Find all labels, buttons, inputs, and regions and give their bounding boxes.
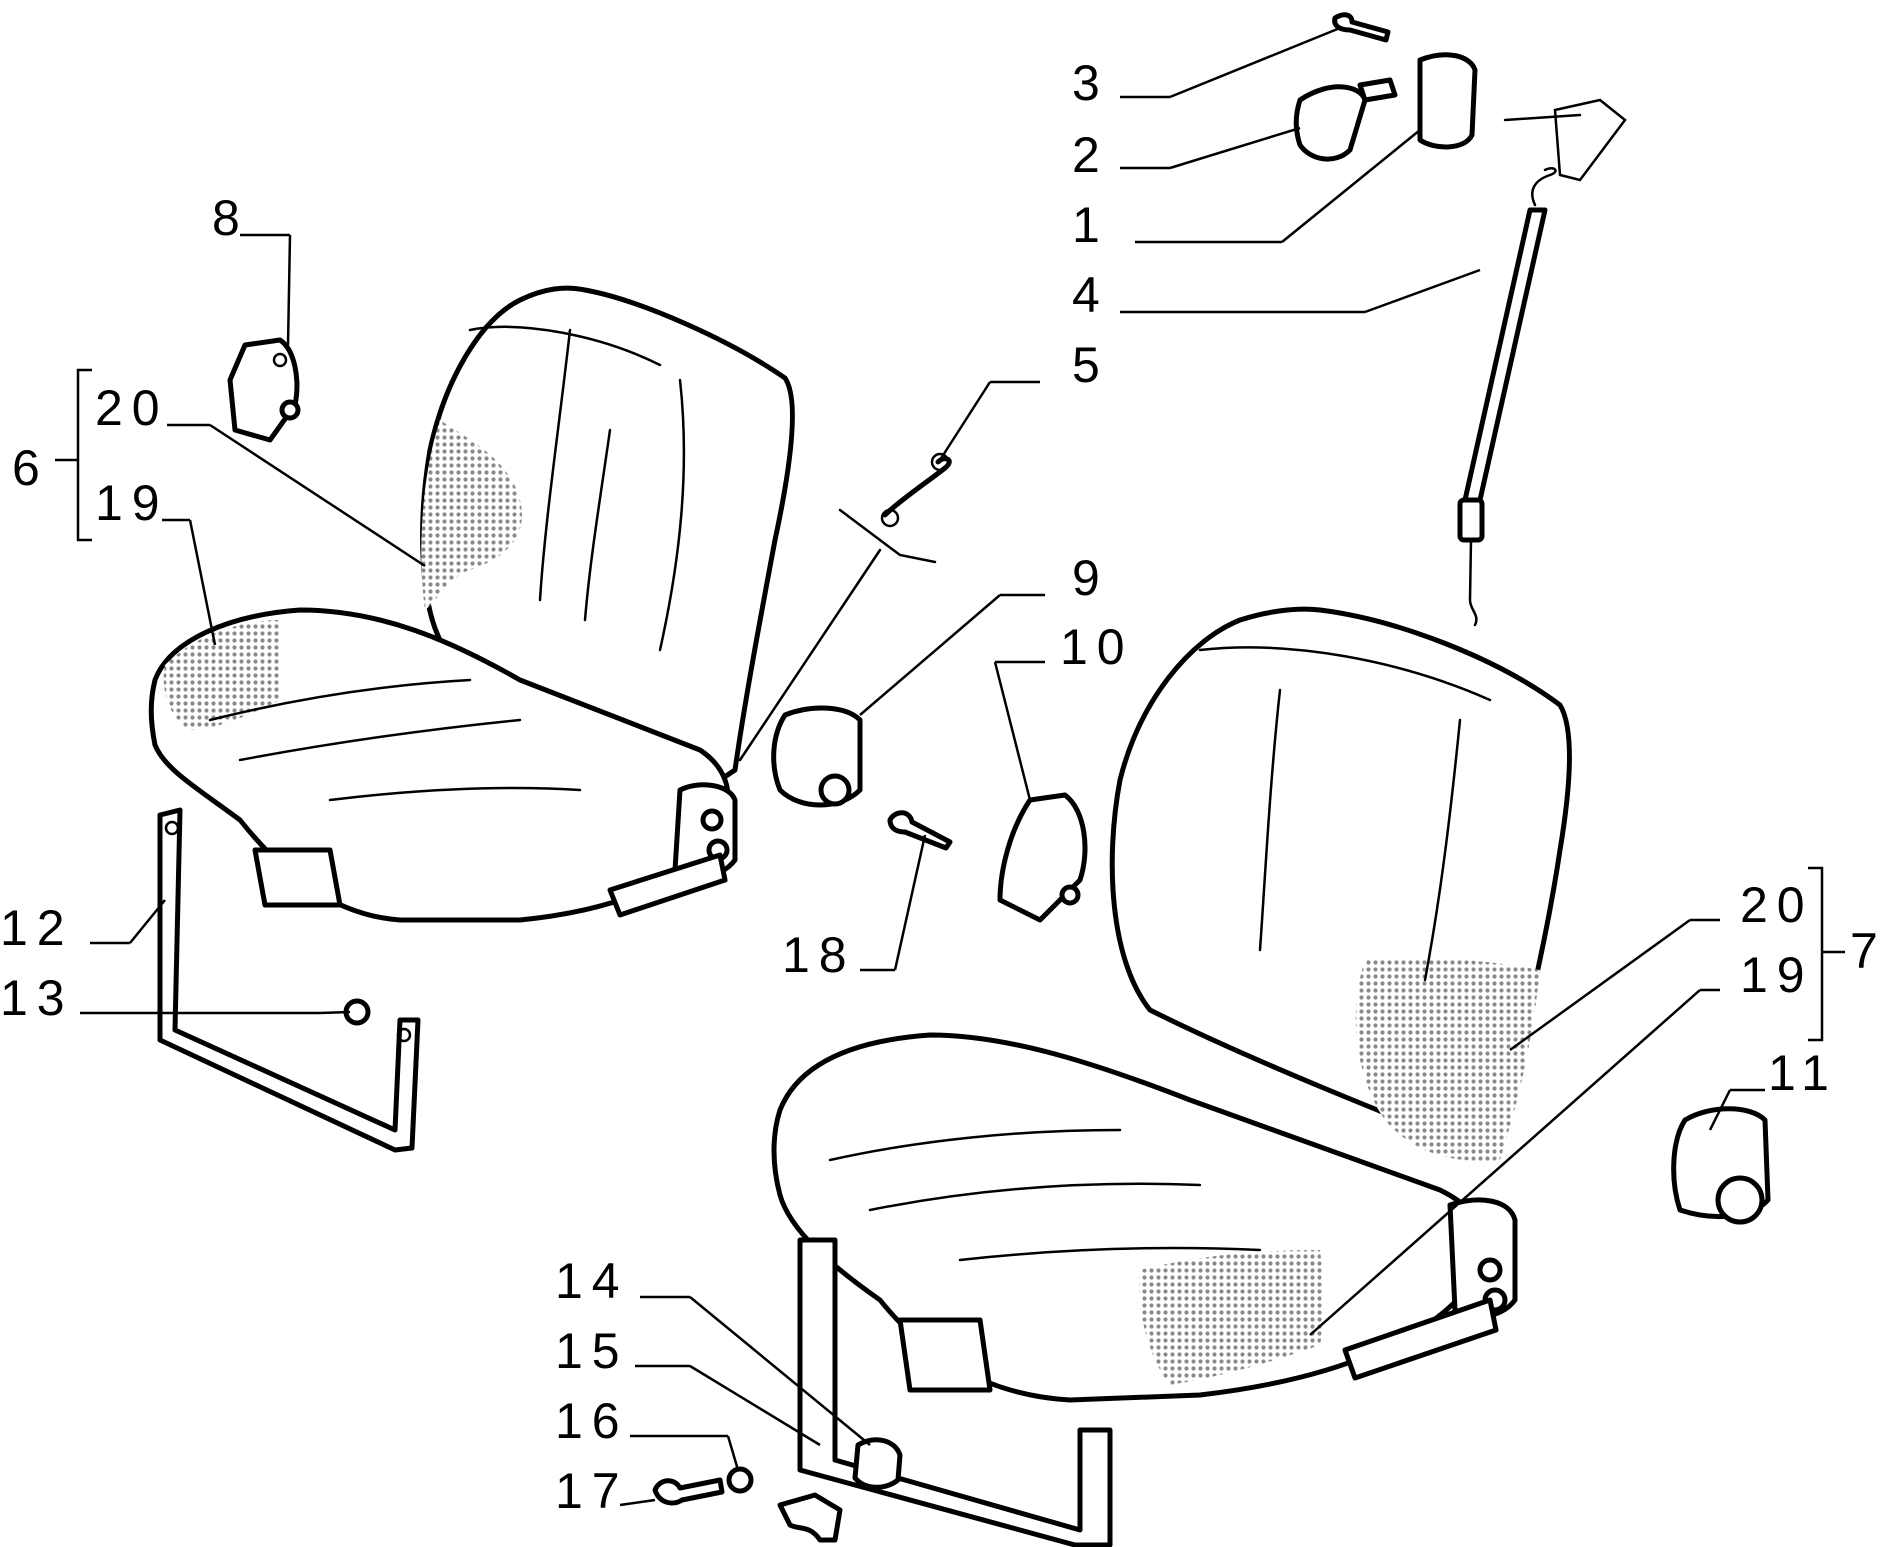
callout-5: 5 xyxy=(1072,337,1109,393)
callout-10: 10 xyxy=(1060,619,1134,675)
part-11-side-cover xyxy=(1671,1106,1771,1225)
part-5-spring xyxy=(738,452,952,762)
callout-19-left: 19 xyxy=(95,475,169,531)
callout-12: 12 xyxy=(0,900,74,956)
callout-11: 11 xyxy=(1768,1045,1838,1101)
callout-1: 1 xyxy=(1072,197,1109,253)
part-18-screw xyxy=(887,810,953,851)
callout-13: 13 xyxy=(0,970,74,1026)
callout-8: 8 xyxy=(212,190,249,246)
callout-7: 7 xyxy=(1850,923,1887,979)
callout-labels: 3 2 1 4 5 9 10 18 8 20 6 19 12 13 20 7 1… xyxy=(0,55,1887,1519)
part-8-hinge-cover xyxy=(227,337,301,443)
part-12-rod xyxy=(157,807,421,1153)
part-4-cable xyxy=(1457,98,1627,627)
right-seat xyxy=(771,606,1572,1547)
callout-9: 9 xyxy=(1072,550,1109,606)
callout-16: 16 xyxy=(555,1393,629,1449)
leader-lines xyxy=(55,26,1845,1507)
callout-4: 4 xyxy=(1072,267,1109,323)
callout-20-left: 20 xyxy=(95,380,169,436)
callout-14: 14 xyxy=(555,1253,629,1309)
callout-2: 2 xyxy=(1072,127,1109,183)
part-10-hinge-cover xyxy=(997,792,1088,923)
parts-1-2-3-handle xyxy=(1293,12,1478,162)
left-seat xyxy=(148,285,795,923)
callout-6: 6 xyxy=(12,440,49,496)
parts-14-17-bracket xyxy=(652,1437,903,1543)
callout-18: 18 xyxy=(782,927,856,983)
callout-20-right: 20 xyxy=(1740,877,1814,933)
callout-3: 3 xyxy=(1072,55,1109,111)
part-9-side-cover xyxy=(771,705,863,808)
callout-19-right: 19 xyxy=(1740,947,1814,1003)
callout-15: 15 xyxy=(555,1323,629,1379)
callout-17: 17 xyxy=(555,1463,629,1519)
